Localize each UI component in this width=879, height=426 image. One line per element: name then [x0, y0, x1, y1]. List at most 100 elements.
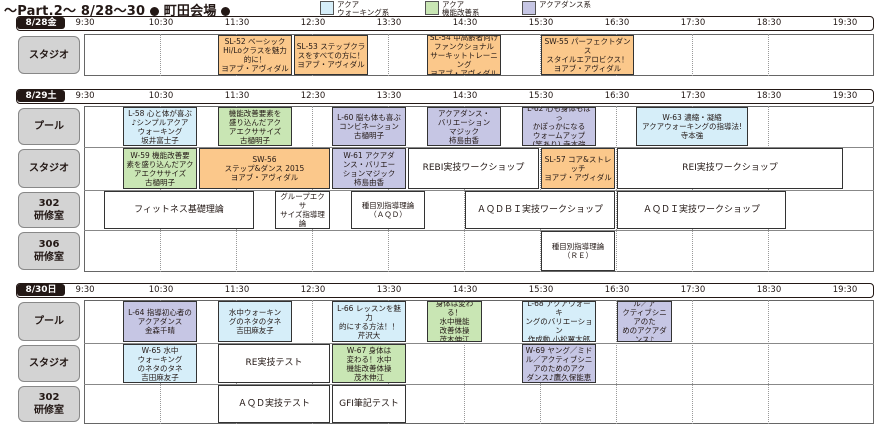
time-label: 13:30 — [376, 18, 402, 28]
session-block[interactable]: SL-52 ベーシック Hi/Loクラスを魅力的に！ ヨアブ・アヴィダル — [218, 35, 292, 75]
day-label: 8/30日 — [17, 284, 65, 296]
time-label: 15:30 — [528, 18, 554, 28]
room-label: スタジオ — [18, 345, 80, 382]
row-divider — [84, 343, 874, 344]
legend-label: アクア ウォーキング系 — [337, 0, 390, 17]
session-block[interactable]: ＡＱＤ実技テスト — [218, 385, 330, 423]
time-label: 11:30 — [224, 285, 250, 295]
hour-line — [236, 106, 237, 272]
time-label: 18:30 — [756, 91, 782, 101]
legend-label: アクア 機能改善系 — [442, 0, 480, 17]
session-block[interactable]: W-63 濃縮・凝縮 アクアウォーキングの指導法! 寺本強 — [636, 107, 748, 146]
legend-swatch — [320, 1, 334, 15]
hour-line — [540, 106, 541, 272]
session-block[interactable]: REBI実技ワークショップ — [408, 148, 539, 189]
session-block[interactable]: 種目別指導理論 （ＡＱＤ） — [351, 191, 425, 229]
session-block[interactable]: ヤング／ミドル／ア クティブシニアのた めのアクアダンス♪ 鷹久保能恵 — [617, 301, 672, 342]
session-block[interactable]: L-68 アクアウォーキ ングのバリエーション 作成動 小松翼太郎 — [522, 301, 596, 342]
session-block[interactable]: SW-55 パーフェクトダンス スタイルエアロビクス！ ヨアブ・アヴィダル — [541, 35, 634, 75]
time-label: 19:30 — [832, 91, 858, 101]
session-block[interactable]: L-58 心と体が喜ぶ ♪シンプルアクア ウォーキング 坂井富士子 — [123, 107, 197, 146]
hour-line — [464, 300, 465, 424]
session-block[interactable]: W-61 アクアダ ンス・バリエー ションマジック 柿島由香 — [332, 148, 406, 189]
session-block[interactable]: L-60 脳も体も喜ぶ コンビネーション 古樋明子 — [332, 107, 406, 146]
legend-label: アクアダンス系 — [539, 0, 591, 9]
hour-line — [692, 106, 693, 272]
session-block[interactable]: SL-57 コア&ストレッチ ヨアブ・アヴィダル — [541, 148, 615, 189]
session-block[interactable]: W-65 水中 ウォーキング のネタのタネ 吉田麻友子 — [123, 344, 197, 383]
session-block[interactable]: W-67 身体は 変わる！水中 機能改善体操 茂木伸江 — [332, 344, 406, 383]
hour-line — [768, 34, 769, 76]
time-label: 17:30 — [680, 91, 706, 101]
session-block[interactable]: 種目別指導理論 （ＲＥ） — [541, 231, 615, 271]
time-label: 13:30 — [376, 91, 402, 101]
session-block[interactable]: SL-54 中高齢者向け ファンクショナル サーキットトレーニング ヨアブ・アヴ… — [427, 35, 501, 75]
room-label: 302 研修室 — [18, 386, 80, 422]
time-label: 16:30 — [604, 18, 630, 28]
session-block[interactable]: L-64 指導初心者の アクアダンス 金森千晴 — [123, 301, 197, 342]
hour-line — [692, 300, 693, 424]
page-title: 〜Part.2〜 8/28〜30 町田会場 — [4, 0, 231, 19]
hour-line — [540, 34, 541, 76]
hour-line — [160, 106, 161, 272]
time-label: 15:30 — [528, 285, 554, 295]
room-label: プール — [18, 302, 80, 341]
session-block[interactable]: 機能改善要素を 盛り込んだアク アエクササイズ 古樋明子 — [218, 107, 292, 146]
time-label: 14:30 — [452, 91, 478, 101]
room-label: プール — [18, 108, 80, 145]
row-divider — [84, 230, 874, 231]
bullet-icon — [221, 7, 231, 16]
hour-line — [616, 300, 617, 424]
time-label: 15:30 — [528, 91, 554, 101]
session-block[interactable]: 水中ウォーキン グのネタのタネ 吉田麻友子 — [218, 301, 292, 342]
time-label: 18:30 — [756, 285, 782, 295]
time-label: 13:30 — [376, 285, 402, 295]
hour-line — [768, 300, 769, 424]
time-label: 12:30 — [300, 18, 326, 28]
hour-line — [388, 34, 389, 76]
session-block[interactable]: SL-53 ステップクラ スをすべての方に！ ヨアブ・アヴィダル — [294, 35, 368, 75]
session-block[interactable]: RE実技テスト — [218, 344, 330, 383]
hour-line — [312, 106, 313, 272]
session-block[interactable]: REI実技ワークショップ — [617, 148, 843, 189]
row-divider — [84, 147, 874, 148]
time-label: 14:30 — [452, 18, 478, 28]
session-block[interactable]: GFI筆記テスト — [332, 385, 406, 423]
day-label: 8/28金 — [17, 17, 65, 29]
session-block[interactable]: W-59 機能改善要 素を盛り込んだアク アエクササイズ 古樋明子 — [123, 148, 197, 189]
hour-line — [768, 106, 769, 272]
time-label: 18:30 — [756, 18, 782, 28]
room-label: スタジオ — [18, 149, 80, 188]
time-label: 16:30 — [604, 91, 630, 101]
session-block[interactable]: L-66 レッスンを魅力 的にする方法！！ 芹沢大 — [332, 301, 406, 342]
time-label: 11:30 — [224, 91, 250, 101]
legend-swatch — [522, 1, 536, 15]
hour-line — [692, 34, 693, 76]
hour-line — [388, 106, 389, 272]
time-label: 11:30 — [224, 18, 250, 28]
time-label: 12:30 — [300, 285, 326, 295]
session-block[interactable]: グループエクサ サイズ指導理論 — [275, 191, 330, 229]
time-label: 12:30 — [300, 91, 326, 101]
time-label: 9:30 — [75, 91, 95, 101]
venue-label: 町田会場 — [163, 4, 217, 19]
session-block[interactable]: SW-56 ステップ&ダンス 2015 ヨアブ・アヴィダル — [199, 148, 330, 189]
session-block[interactable]: フィットネス基礎理論 — [104, 191, 254, 229]
session-block[interactable]: W-69 ヤング／ミド ル／アクティブシニ アのためのアク ダンス♪鷹久保能恵 — [522, 344, 596, 383]
room-label: スタジオ — [18, 36, 80, 74]
row-divider — [84, 384, 874, 385]
session-block[interactable]: ＡＱＤＩ実技ワークショップ — [617, 191, 786, 229]
legend-swatch — [425, 1, 439, 15]
time-label: 19:30 — [832, 18, 858, 28]
row-divider — [84, 190, 874, 191]
hour-line — [464, 106, 465, 272]
time-label: 17:30 — [680, 18, 706, 28]
session-block[interactable]: 身体は変わる！ 水中機能 改善体操 茂木伸江 — [427, 301, 482, 342]
session-block[interactable]: ＡＱＤＢＩ実技ワークショップ — [465, 191, 615, 229]
session-block[interactable]: アクアダンス・ バリエーション マジック 柿島由香 — [427, 107, 501, 146]
room-label: 306 研修室 — [18, 232, 80, 270]
session-block[interactable]: L-62 心も身体もぽっ かぽっかになる ウォームアップ (笑あり) 寺本強 — [522, 107, 596, 146]
